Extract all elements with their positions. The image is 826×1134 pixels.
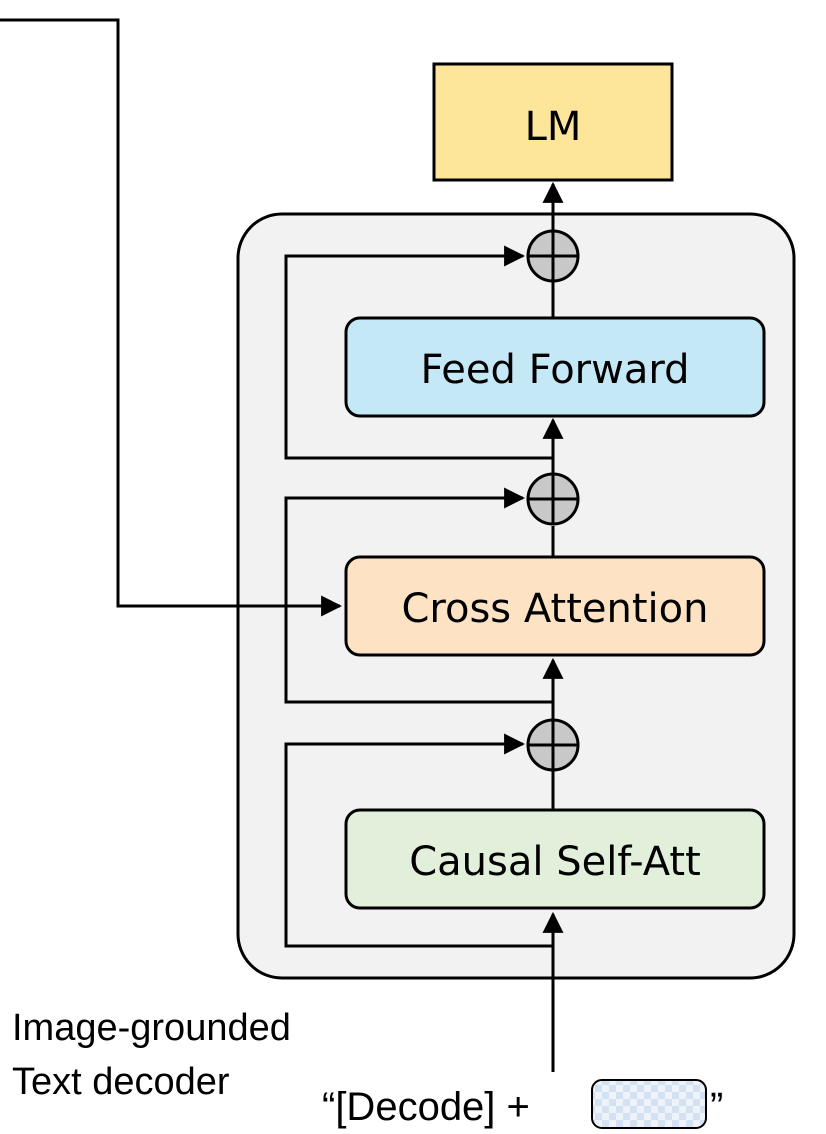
causal-self-att-box: Causal Self-Att — [344, 808, 766, 910]
caption-line-1: Image-grounded — [12, 1007, 291, 1049]
cross-attention-box: Cross Attention — [344, 555, 766, 657]
image-token-placeholder — [591, 1079, 707, 1129]
input-suffix-text: ” — [710, 1085, 723, 1129]
feed-forward-label: Feed Forward — [420, 347, 689, 393]
lm-label: LM — [525, 104, 582, 150]
input-prefix-text: “[Decode] + — [322, 1085, 530, 1129]
feed-forward-box: Feed Forward — [344, 316, 766, 418]
caption-line-2: Text decoder — [12, 1061, 230, 1103]
add-icon — [526, 472, 580, 526]
residual-skip-2 — [284, 487, 553, 704]
add-icon — [526, 718, 580, 772]
lm-box: LM — [432, 62, 674, 182]
residual-skip-3 — [284, 245, 553, 460]
add-icon — [526, 229, 580, 283]
image-feature-connector — [0, 18, 343, 617]
causal-self-att-label: Causal Self-Att — [409, 839, 701, 885]
cross-attention-label: Cross Attention — [402, 586, 709, 632]
residual-skip-1 — [284, 733, 553, 948]
